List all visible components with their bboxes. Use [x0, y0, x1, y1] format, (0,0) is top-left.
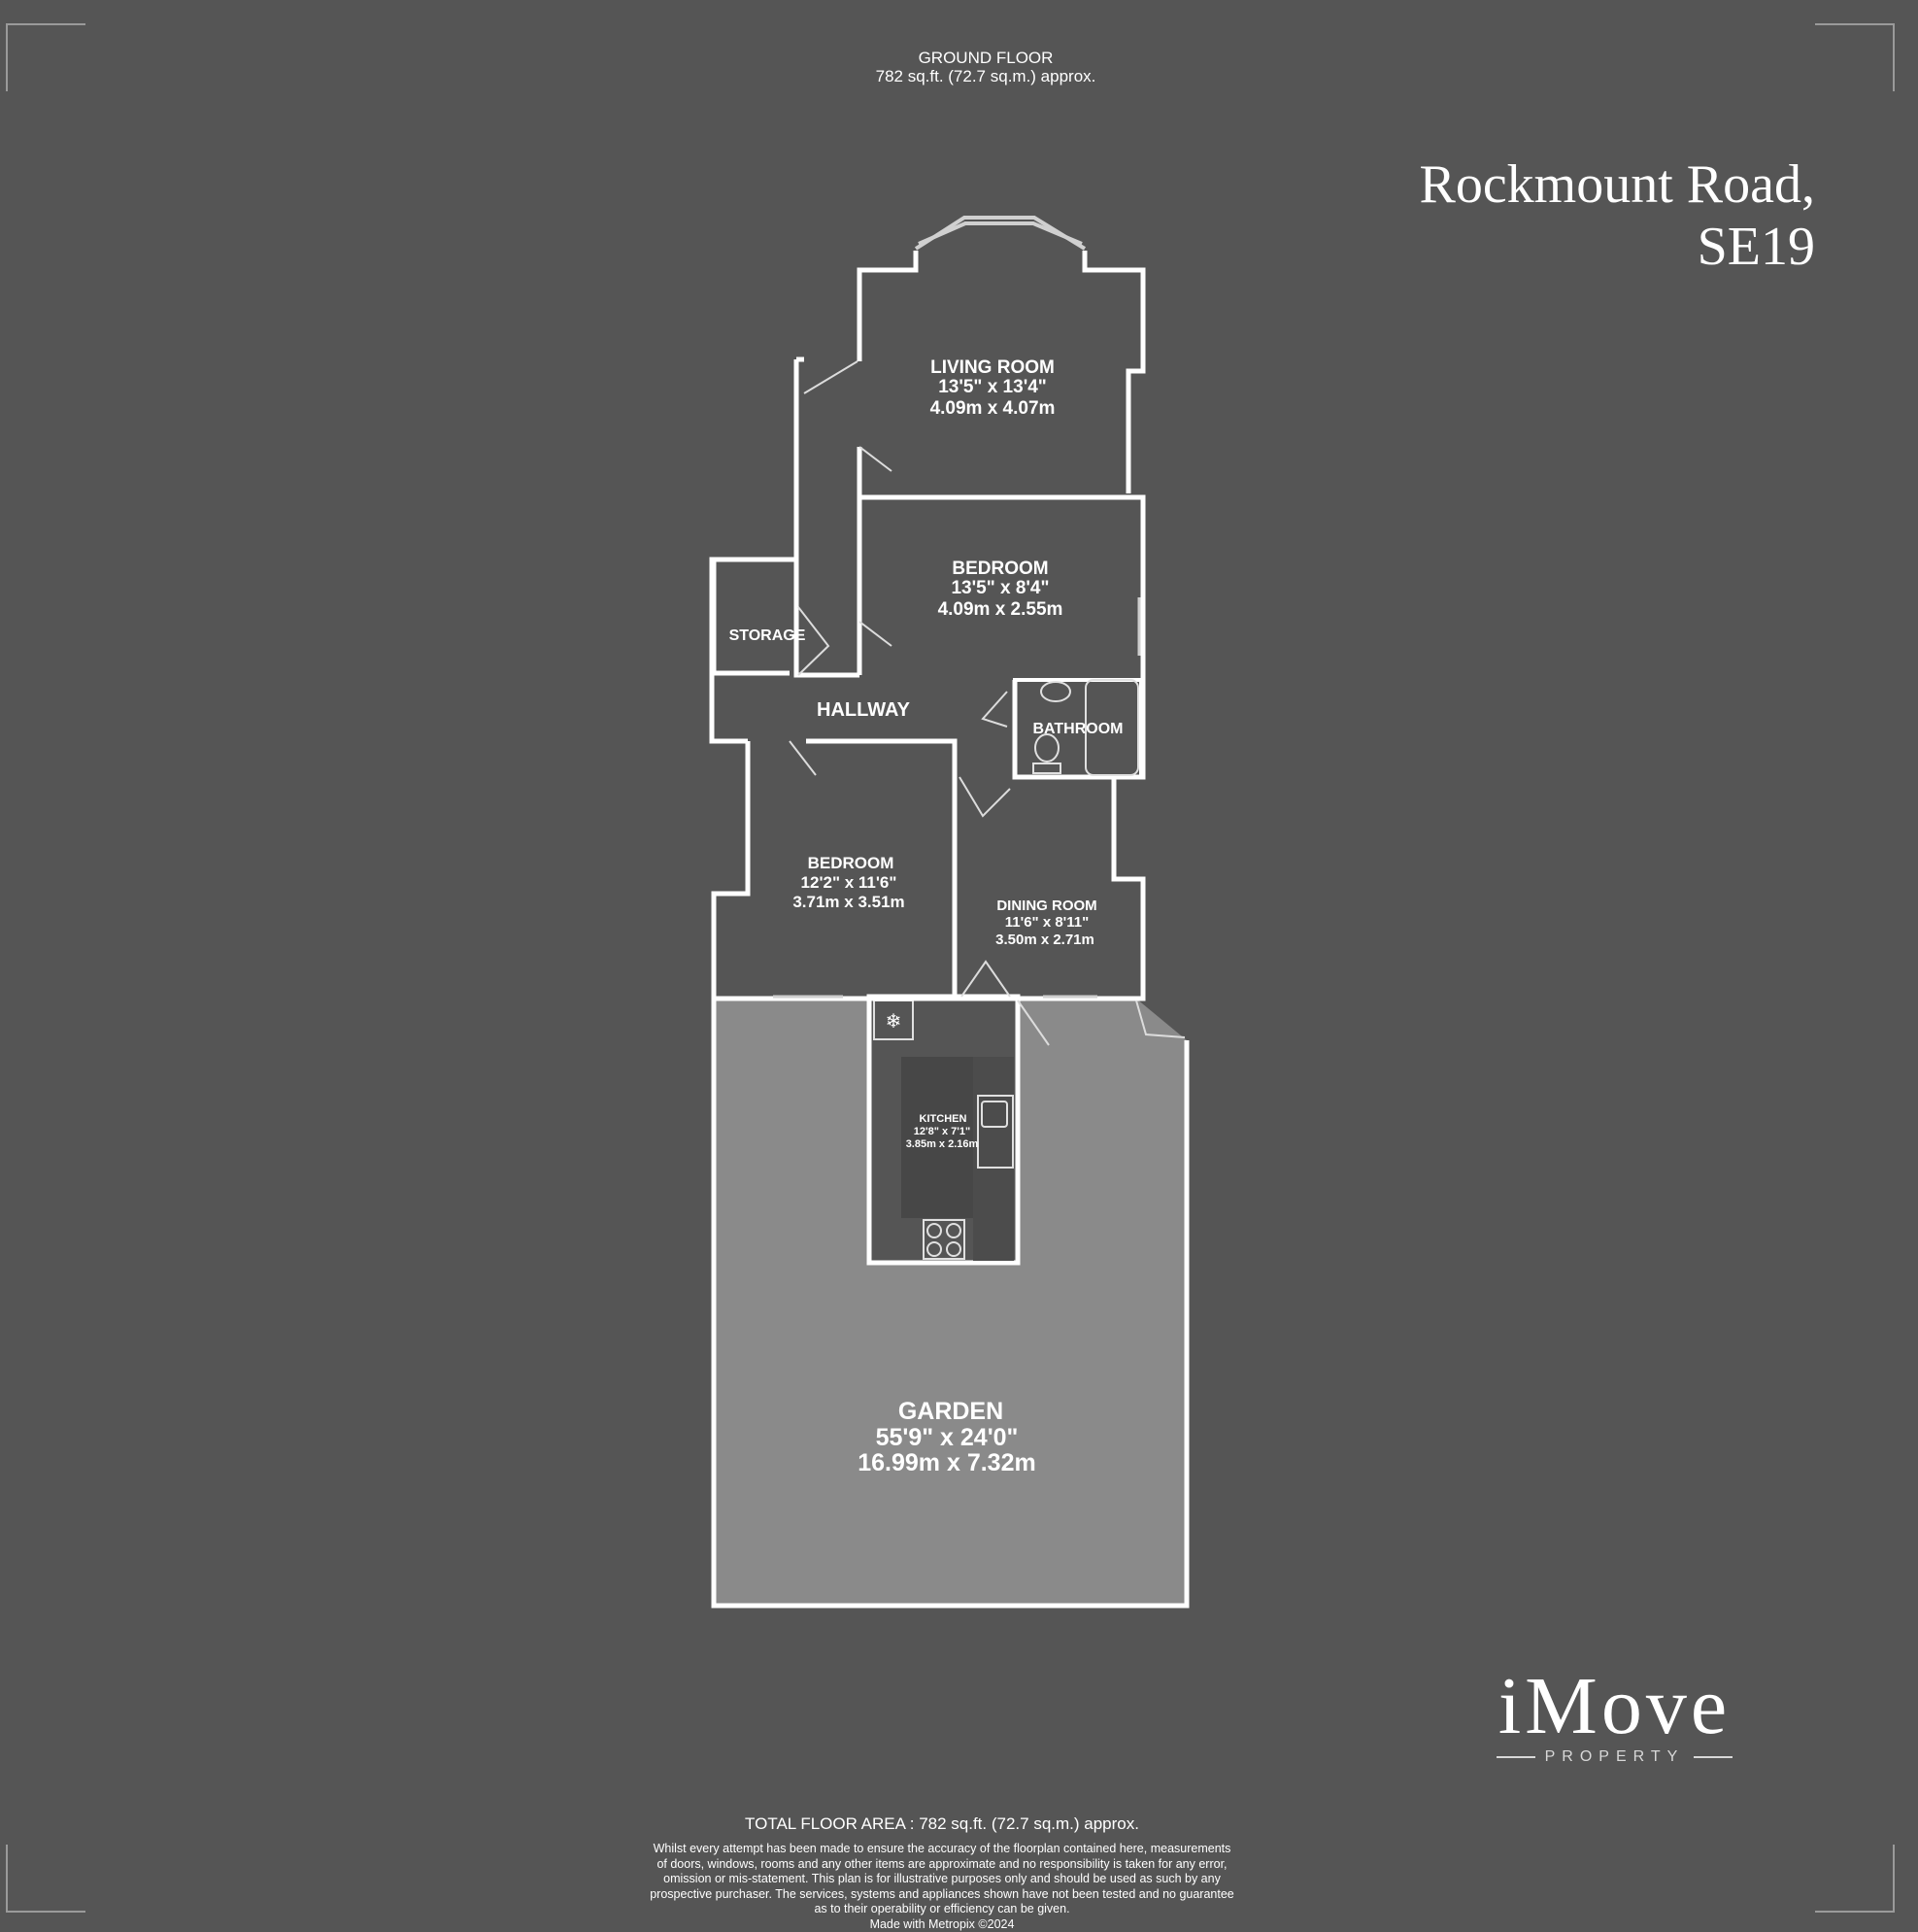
kitchen-metric: 3.85m x 2.16m — [906, 1138, 979, 1150]
bathroom-name: BATHROOM — [1032, 721, 1123, 737]
bedroom-2-metric: 3.71m x 3.51m — [792, 893, 904, 911]
hallway-name: HALLWAY — [817, 699, 911, 721]
sink-bowl — [981, 1101, 1008, 1128]
boiler-symbol: ❄ — [886, 1011, 902, 1033]
floor-header: GROUND FLOOR 782 sq.ft. (72.7 sq.m.) app… — [0, 49, 1918, 85]
crop-mark-top-right — [1815, 23, 1895, 91]
logo-wordmark: iMove — [1497, 1661, 1732, 1751]
disclaimer-line: Whilst every attempt has been made to en… — [653, 1842, 1231, 1855]
dining-room-name: DINING ROOM — [996, 898, 1096, 914]
logo-rule-right — [1694, 1756, 1733, 1758]
living-room-name: LIVING ROOM — [930, 357, 1055, 378]
hob-icon — [923, 1219, 965, 1260]
disclaimer-line: omission or mis-statement. This plan is … — [663, 1872, 1221, 1885]
disclaimer-line: as to their operability or efficiency ca… — [814, 1902, 1070, 1915]
kitchen-imperial: 12'8" x 7'1" — [914, 1126, 970, 1137]
property-address: Rockmount Road, SE19 — [1419, 153, 1815, 278]
bedroom-2-name: BEDROOM — [808, 854, 894, 872]
logo-sub-text: PROPERTY — [1544, 1748, 1685, 1765]
bathroom-room — [1013, 678, 1143, 779]
kitchen-worktop — [901, 1057, 974, 1218]
garden-metric: 16.99m x 7.32m — [858, 1449, 1035, 1476]
crop-mark-top-left — [6, 23, 85, 91]
floor-name: GROUND FLOOR — [918, 49, 1054, 67]
crop-mark-bottom-right — [1815, 1845, 1895, 1913]
storage-name: STORAGE — [729, 627, 806, 644]
kitchen-counter — [973, 1057, 1014, 1261]
disclaimer-line: prospective purchaser. The services, sys… — [650, 1886, 1234, 1901]
total-floor-area: TOTAL FLOOR AREA : 782 sq.ft. (72.7 sq.m… — [745, 1814, 1139, 1833]
dining-room-imperial: 11'6" x 8'11" — [1005, 914, 1089, 931]
walls — [709, 251, 1146, 1001]
bedroom-1-name: BEDROOM — [952, 559, 1048, 579]
floor-area: 782 sq.ft. (72.7 sq.m.) approx. — [875, 67, 1096, 85]
bay-window — [914, 216, 1087, 251]
garden-imperial: 55'9" x 24'0" — [876, 1424, 1019, 1451]
living-room-metric: 4.09m x 4.07m — [930, 398, 1056, 419]
kitchen-name: KITCHEN — [920, 1113, 967, 1125]
address-line-1: Rockmount Road, — [1419, 154, 1815, 215]
disclaimer-credit: Made with Metropix ©2024 — [869, 1916, 1015, 1931]
crop-mark-bottom-left — [6, 1845, 85, 1913]
logo-tagline: PROPERTY — [1476, 1748, 1753, 1766]
bedroom-1-imperial: 13'5" x 8'4" — [951, 578, 1049, 598]
toilet-icon — [1032, 733, 1061, 774]
dining-room-metric: 3.50m x 2.71m — [995, 932, 1094, 948]
bedroom-1-metric: 4.09m x 2.55m — [938, 599, 1063, 620]
door-swings — [789, 360, 1186, 1046]
basin-icon — [1040, 681, 1071, 702]
living-room-imperial: 13'5" x 13'4" — [938, 377, 1047, 397]
address-line-2: SE19 — [1697, 217, 1815, 277]
garden-wall — [711, 999, 1190, 1609]
disclaimer: Whilst every attempt has been made to en… — [612, 1842, 1272, 1932]
disclaimer-line: of doors, windows, rooms and any other i… — [656, 1856, 1228, 1871]
bath-icon — [1085, 679, 1139, 776]
bedroom-2-imperial: 12'2" x 11'6" — [801, 873, 897, 892]
sink-icon — [977, 1095, 1014, 1169]
garden-area — [714, 999, 1187, 1606]
agency-logo: iMove PROPERTY — [1476, 1663, 1753, 1766]
logo-rule-left — [1496, 1756, 1535, 1758]
garden-name: GARDEN — [898, 1398, 1003, 1425]
